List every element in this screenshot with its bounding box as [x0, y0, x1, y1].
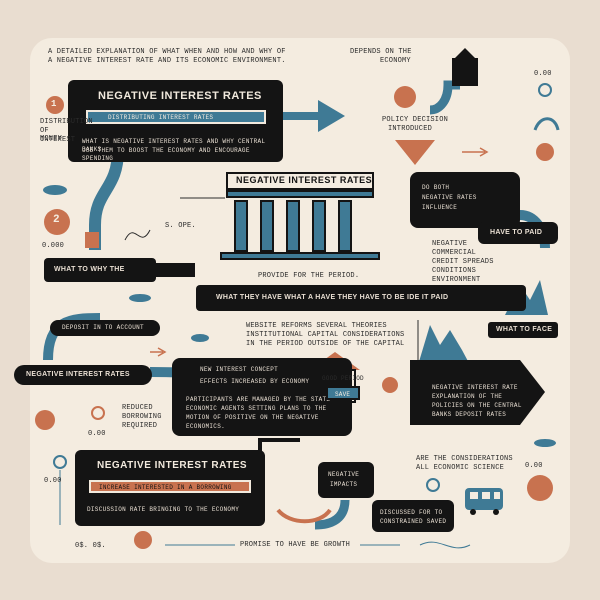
lower-left-line1: REDUCED	[122, 404, 153, 412]
coin-icon	[394, 86, 416, 108]
box-what-to-face: WHAT TO FACE	[488, 322, 558, 338]
neg-rates-left-text: NEGATIVE INTEREST RATES	[26, 371, 130, 378]
bank-building: NEGATIVE INTEREST RATES	[220, 170, 380, 268]
header-right2: ECONOMY	[380, 57, 411, 65]
right-top-line3: INFLUENCE	[422, 204, 458, 211]
mid-text-line2: INSTITUTIONAL CAPITAL CONSIDERATIONS	[246, 331, 405, 339]
bottom-center-line2: CONSTRAINED SAVED	[380, 518, 447, 525]
right-mid-line4: CONDITIONS	[432, 267, 477, 275]
bank-title: NEGATIVE INTEREST RATES	[236, 175, 373, 185]
negative-line1: NEGATIVE	[328, 471, 360, 478]
bottom-center-line1: DISCUSSED FOR TO	[380, 509, 443, 516]
center-head2: EFFECTS INCREASED BY ECONOMY	[200, 378, 310, 385]
highlight-text: DISTRIBUTING INTEREST RATES	[108, 114, 214, 121]
highlight-bar: DISTRIBUTING INTEREST RATES	[86, 110, 266, 124]
deposit-pill-text: DEPOSIT IN TO ACCOUNT	[62, 324, 144, 331]
mountain-chart-icon	[418, 325, 470, 365]
right-lower-line2: EXPLANATION OF THE	[432, 393, 503, 400]
coin-icon	[134, 531, 152, 549]
header-line2: A NEGATIVE INTEREST RATE AND ITS ECONOMI…	[48, 57, 286, 65]
center-body2: ECONOMIC AGENTS SETTING PLANS TO THE	[186, 405, 327, 412]
small-label-bl: 0.00	[44, 477, 62, 485]
lower-left-line2: BORROWING	[122, 413, 162, 421]
center-head1: NEW INTEREST CONCEPT	[200, 366, 279, 373]
small-label-tr: 0.00	[534, 70, 552, 78]
coin-icon	[35, 410, 55, 430]
banner-what-to-why: WHAT TO WHY THE	[44, 258, 156, 282]
bottom-right-line1: ARE THE CONSIDERATIONS	[416, 455, 513, 463]
right-lower-line1: NEGATIVE INTEREST RATE	[432, 384, 518, 391]
deposit-pill: DEPOSIT IN TO ACCOUNT	[50, 320, 160, 336]
body-line1: WHAT IS NEGATIVE INTEREST RATES AND WHY …	[82, 138, 266, 153]
house-label: GOOD PERIOD	[322, 375, 364, 382]
blue-pipe-top-right	[429, 80, 460, 115]
number-2: 2	[53, 214, 60, 226]
right-top-line1: DO BOTH	[422, 184, 450, 191]
bottom-highlight-bar: INCREASE INTERESTED IN A BORROWING	[89, 480, 251, 493]
what-to-face-text: WHAT TO FACE	[496, 326, 553, 333]
box-negative-impacts: NEGATIVE IMPACTS	[318, 462, 374, 498]
bottom-box-body: DISCUSSION RATE BRINGING TO THE ECONOMY	[87, 506, 240, 513]
footer-text: PROMISE TO HAVE BE GROWTH	[240, 541, 351, 549]
coin-icon	[44, 209, 70, 235]
bottom-highlight-text: INCREASE INTERESTED IN A BORROWING	[99, 484, 232, 491]
center-body1: PARTICIPANTS ARE MANAGED BY THE STATE	[186, 396, 331, 403]
orange-arc	[276, 508, 332, 524]
left-label: DISTRIBUTION OF INTEREST	[40, 118, 93, 144]
wide-banner-text: WHAT THEY HAVE WHAT A HAVE THEY HAVE TO …	[216, 294, 449, 301]
blue-pipe-left	[89, 149, 124, 250]
neg-rates-left: NEGATIVE INTEREST RATES	[14, 365, 152, 385]
body-line2: USE THEM TO BOOST THE ECONOMY AND ENCOUR…	[82, 147, 250, 162]
header-right1: DEPENDS ON THE	[350, 48, 412, 56]
bank-caption: PROVIDE FOR THE PERIOD.	[258, 272, 360, 280]
blue-arrow-icon	[282, 100, 345, 132]
box-right-top: DO BOTH NEGATIVE RATES INFLUENCE	[410, 172, 520, 228]
box-bottom-center: DISCUSSED FOR TO CONSTRAINED SAVED	[372, 500, 454, 532]
bottom-right-line2: ALL ECONOMIC SCIENCE	[416, 464, 505, 472]
right-lower-line3: POLICIES ON THE CENTRAL	[432, 402, 522, 409]
save-button-label: SAVE	[335, 391, 351, 398]
negative-line2: IMPACTS	[330, 481, 358, 488]
black-connector	[258, 438, 300, 470]
center-body3: MOTION OF POSITIVE ON THE NEGATIVE	[186, 414, 319, 421]
right-mid-line1: NEGATIVE	[432, 240, 468, 248]
policy-line2: INTRODUCED	[388, 125, 433, 133]
mid-text-line3: IN THE PERIOD OUTSIDE OF THE CAPITAL	[246, 340, 405, 348]
have-paid-text: HAVE TO PAID	[490, 229, 543, 236]
box-have-paid: HAVE TO PAID	[478, 222, 558, 244]
right-mid-line2: COMMERCIAL	[432, 249, 477, 257]
small-label-bl2: 0$. 0$.	[75, 542, 106, 550]
box-title: NEGATIVE INTEREST RATES	[98, 90, 262, 102]
right-mid-line5: ENVIRONMENT	[432, 276, 481, 284]
right-mid-line3: CREDIT SPREADS	[432, 258, 494, 266]
bottom-box-title: NEGATIVE INTEREST RATES	[97, 460, 248, 471]
small-label-br: 0.00	[525, 462, 543, 470]
box-bottom-left: NEGATIVE INTEREST RATES INCREASE INTERES…	[75, 450, 265, 526]
coin-icon	[382, 377, 398, 393]
what-to-why-text: WHAT TO WHY THE	[54, 266, 125, 273]
policy-line1: POLICY DECISION	[382, 116, 449, 124]
right-lower-line4: BANKS DEPOSIT RATES	[432, 411, 507, 418]
coin-icon	[536, 143, 554, 161]
coin-icon	[46, 96, 64, 114]
lower-left-line3: REQUIRED	[122, 422, 158, 430]
coin-icon	[527, 475, 553, 501]
mid-text-line1: WEBSITE REFORMS SEVERAL THEORIES	[246, 322, 387, 330]
left-body: MONEY	[40, 135, 63, 143]
header-line1: A DETAILED EXPLANATION OF WHAT WHEN AND …	[48, 48, 286, 56]
blue-pipe-bottom	[314, 499, 350, 530]
small-value-2: 0.00	[88, 430, 106, 438]
bank-side-label: S. OPE.	[165, 222, 196, 230]
orange-triangle-icon	[395, 140, 435, 165]
box-top-left: NEGATIVE INTEREST RATES DISTRIBUTING INT…	[68, 80, 283, 162]
center-box: NEW INTEREST CONCEPT EFFECTS INCREASED B…	[172, 358, 352, 436]
right-top-line2: NEGATIVE RATES	[422, 194, 477, 201]
center-body4: ECONOMICS.	[186, 423, 226, 430]
small-value-1: 0.000	[42, 242, 65, 250]
save-button[interactable]: SAVE	[326, 386, 360, 400]
wide-banner: WHAT THEY HAVE WHAT A HAVE THEY HAVE TO …	[196, 285, 526, 311]
number-1: 1	[51, 99, 57, 109]
dark-arrow-box	[410, 360, 545, 425]
